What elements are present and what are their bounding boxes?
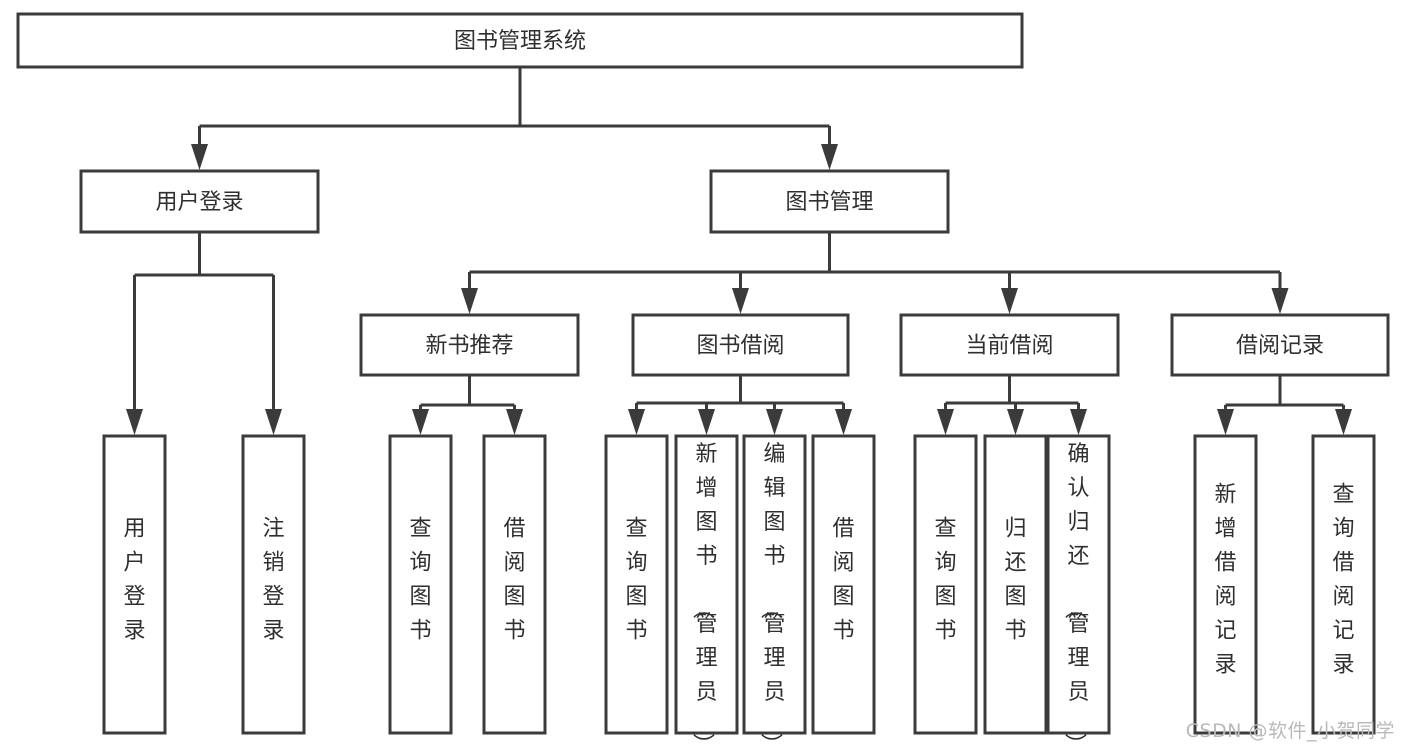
edge-group-new-book-recommend (412, 375, 523, 435)
node-book-borrow[interactable]: 图书借阅 (631, 313, 850, 377)
node-box[interactable] (742, 434, 807, 735)
edge-group-current-borrow (937, 375, 1087, 435)
edge-arrowhead (732, 288, 749, 314)
node-box[interactable] (79, 169, 320, 234)
node-box[interactable] (388, 434, 453, 735)
edge-arrowhead (191, 144, 208, 170)
node-label: 图书管理系统 (454, 29, 586, 54)
node-label: 编辑图书（管理员） (757, 442, 785, 747)
node-box[interactable] (674, 434, 739, 735)
edge-group-book-manage (461, 232, 1289, 314)
edge-arrowhead (937, 409, 954, 435)
edge-arrowhead (1217, 409, 1234, 435)
node-box[interactable] (709, 169, 950, 234)
node-book-manage[interactable]: 图书管理 (709, 169, 950, 234)
edges-layer (126, 67, 1352, 435)
node-box[interactable] (1311, 434, 1376, 735)
node-box[interactable] (16, 12, 1024, 69)
node-box[interactable] (811, 434, 876, 735)
node-leaf-query-book-bor[interactable]: 查询图书 (604, 434, 669, 735)
node-box[interactable] (913, 434, 978, 735)
node-box[interactable] (102, 434, 167, 735)
node-label: 注销登录 (262, 517, 284, 644)
node-leaf-borrow-book-rec[interactable]: 借阅图书 (482, 434, 547, 735)
node-label: 新增图书（管理员） (689, 442, 717, 747)
node-label: 借阅记录 (1236, 334, 1324, 359)
node-leaf-user-login[interactable]: 用户登录 (102, 434, 167, 735)
edge-group-borrow-record (1217, 375, 1352, 435)
node-leaf-query-book-rec[interactable]: 查询图书 (388, 434, 453, 735)
node-label: 查询图书 (934, 517, 956, 644)
node-label: 查询图书 (409, 517, 431, 644)
edge-arrowhead (461, 288, 478, 314)
edge-arrowhead (1335, 409, 1352, 435)
edge-arrowhead (821, 144, 838, 170)
node-label: 查询借阅记录 (1332, 483, 1354, 678)
edge-arrowhead (126, 409, 143, 435)
edge-arrowhead (412, 409, 429, 435)
node-box[interactable] (1193, 434, 1258, 735)
node-leaf-borrow-book[interactable]: 借阅图书 (811, 434, 876, 735)
edge-group-book-borrow (628, 375, 852, 435)
node-label: 新增借阅记录 (1214, 483, 1236, 678)
node-label: 当前借阅 (965, 334, 1053, 359)
node-leaf-query-book-cur[interactable]: 查询图书 (913, 434, 978, 735)
edge-arrowhead (835, 409, 852, 435)
edge-arrowhead (1001, 288, 1018, 314)
node-label: 借阅图书 (832, 517, 854, 644)
node-box[interactable] (899, 313, 1120, 377)
node-label: 借阅图书 (503, 517, 525, 644)
node-label: 新书推荐 (425, 334, 513, 359)
node-label: 用户登录 (155, 190, 243, 215)
node-new-book-recommend[interactable]: 新书推荐 (359, 313, 580, 377)
node-label: 用户登录 (123, 517, 145, 644)
node-label: 查询图书 (625, 517, 647, 644)
node-user-login[interactable]: 用户登录 (79, 169, 320, 234)
nodes-layer: 图书管理系统用户登录图书管理新书推荐图书借阅当前借阅借阅记录用户登录注销登录查询… (16, 12, 1390, 747)
node-current-borrow[interactable]: 当前借阅 (899, 313, 1120, 377)
edge-arrowhead (698, 409, 715, 435)
node-box[interactable] (1170, 313, 1390, 377)
node-borrow-record[interactable]: 借阅记录 (1170, 313, 1390, 377)
node-root[interactable]: 图书管理系统 (16, 12, 1024, 69)
node-leaf-add-book[interactable]: 新增图书（管理员） (674, 434, 739, 747)
node-label: 归还图书 (1004, 517, 1026, 644)
node-leaf-logout[interactable]: 注销登录 (241, 434, 306, 735)
edge-group-root (191, 67, 838, 170)
node-label: 图书管理 (785, 190, 873, 215)
node-box[interactable] (983, 434, 1048, 735)
node-label: 确认归还（管理员） (1061, 442, 1089, 747)
edge-arrowhead (628, 409, 645, 435)
node-box[interactable] (1046, 434, 1111, 735)
node-box[interactable] (604, 434, 669, 735)
node-leaf-return-book[interactable]: 归还图书 (983, 434, 1048, 735)
node-leaf-add-record[interactable]: 新增借阅记录 (1193, 434, 1258, 735)
edge-arrowhead (1271, 288, 1289, 314)
edge-arrowhead (265, 409, 282, 435)
node-leaf-confirm-return[interactable]: 确认归还（管理员） (1046, 434, 1111, 747)
node-leaf-edit-book[interactable]: 编辑图书（管理员） (742, 434, 807, 747)
edge-arrowhead (1070, 409, 1087, 435)
node-box[interactable] (482, 434, 547, 735)
edge-group-user-login (126, 232, 282, 435)
edge-arrowhead (1007, 409, 1024, 435)
node-label: 图书借阅 (696, 334, 784, 359)
node-box[interactable] (241, 434, 306, 735)
node-leaf-query-record[interactable]: 查询借阅记录 (1311, 434, 1376, 735)
node-box[interactable] (359, 313, 580, 377)
edge-arrowhead (766, 409, 783, 435)
edge-arrowhead (506, 409, 523, 435)
node-box[interactable] (631, 313, 850, 377)
